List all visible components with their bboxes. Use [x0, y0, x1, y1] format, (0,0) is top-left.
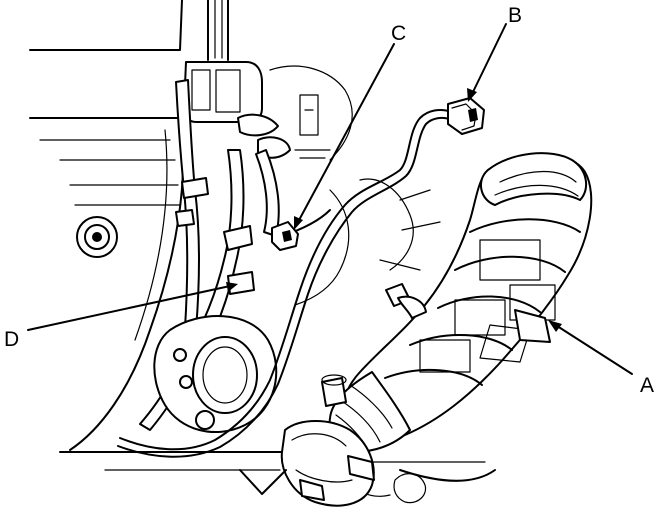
callout-a-label: A [640, 374, 654, 397]
vacuum-hose [271, 209, 331, 251]
wire-harness [117, 97, 485, 458]
leader-lines [27, 23, 633, 495]
air-intake-duct [342, 152, 593, 442]
resonator-elbow [280, 371, 411, 507]
throttle-body [153, 315, 278, 434]
callout-b-label: B [508, 4, 522, 27]
callout-c-label: C [391, 22, 406, 45]
callout-d-label: D [4, 328, 19, 351]
engine-background [29, 0, 496, 504]
